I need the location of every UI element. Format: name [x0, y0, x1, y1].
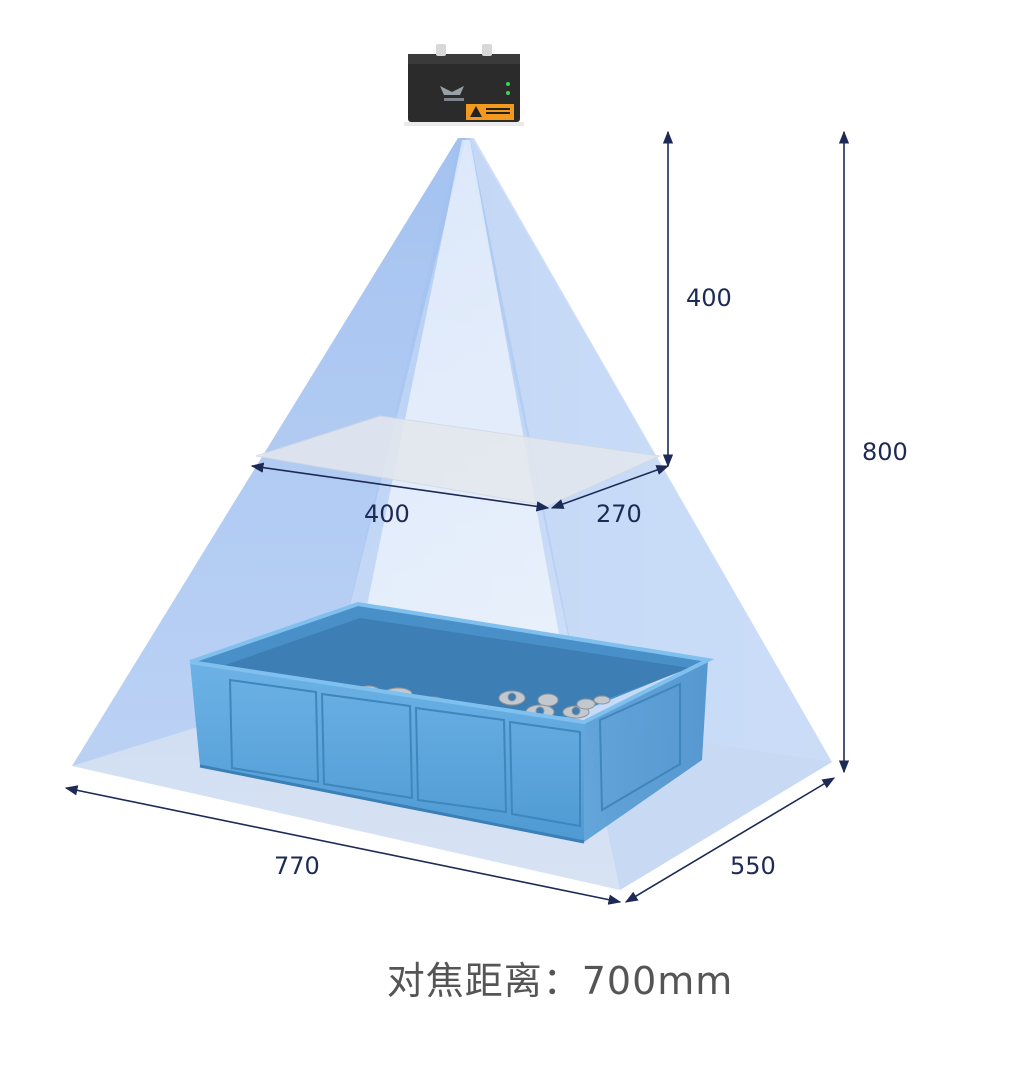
near-depth-line	[550, 465, 670, 509]
near-width-line	[250, 462, 550, 512]
far-depth-label: 550	[730, 852, 776, 880]
far-width-line	[64, 785, 622, 905]
near-width-label: 400	[364, 500, 410, 528]
beam-core	[360, 140, 560, 640]
dimension-lines	[64, 130, 850, 905]
near-depth-label: 270	[596, 500, 642, 528]
focus-distance-value: 700mm	[581, 959, 734, 1003]
focus-distance-caption: 对焦距离：700mm	[300, 950, 820, 1005]
3d-camera-icon	[404, 44, 524, 126]
beam-right-face	[466, 138, 832, 890]
near-height-label: 400	[686, 284, 732, 312]
total-height-label: 800	[862, 438, 908, 466]
far-width-label: 770	[274, 852, 320, 880]
focus-distance-label: 对焦距离：	[386, 959, 582, 1003]
far-depth-line	[624, 777, 836, 903]
